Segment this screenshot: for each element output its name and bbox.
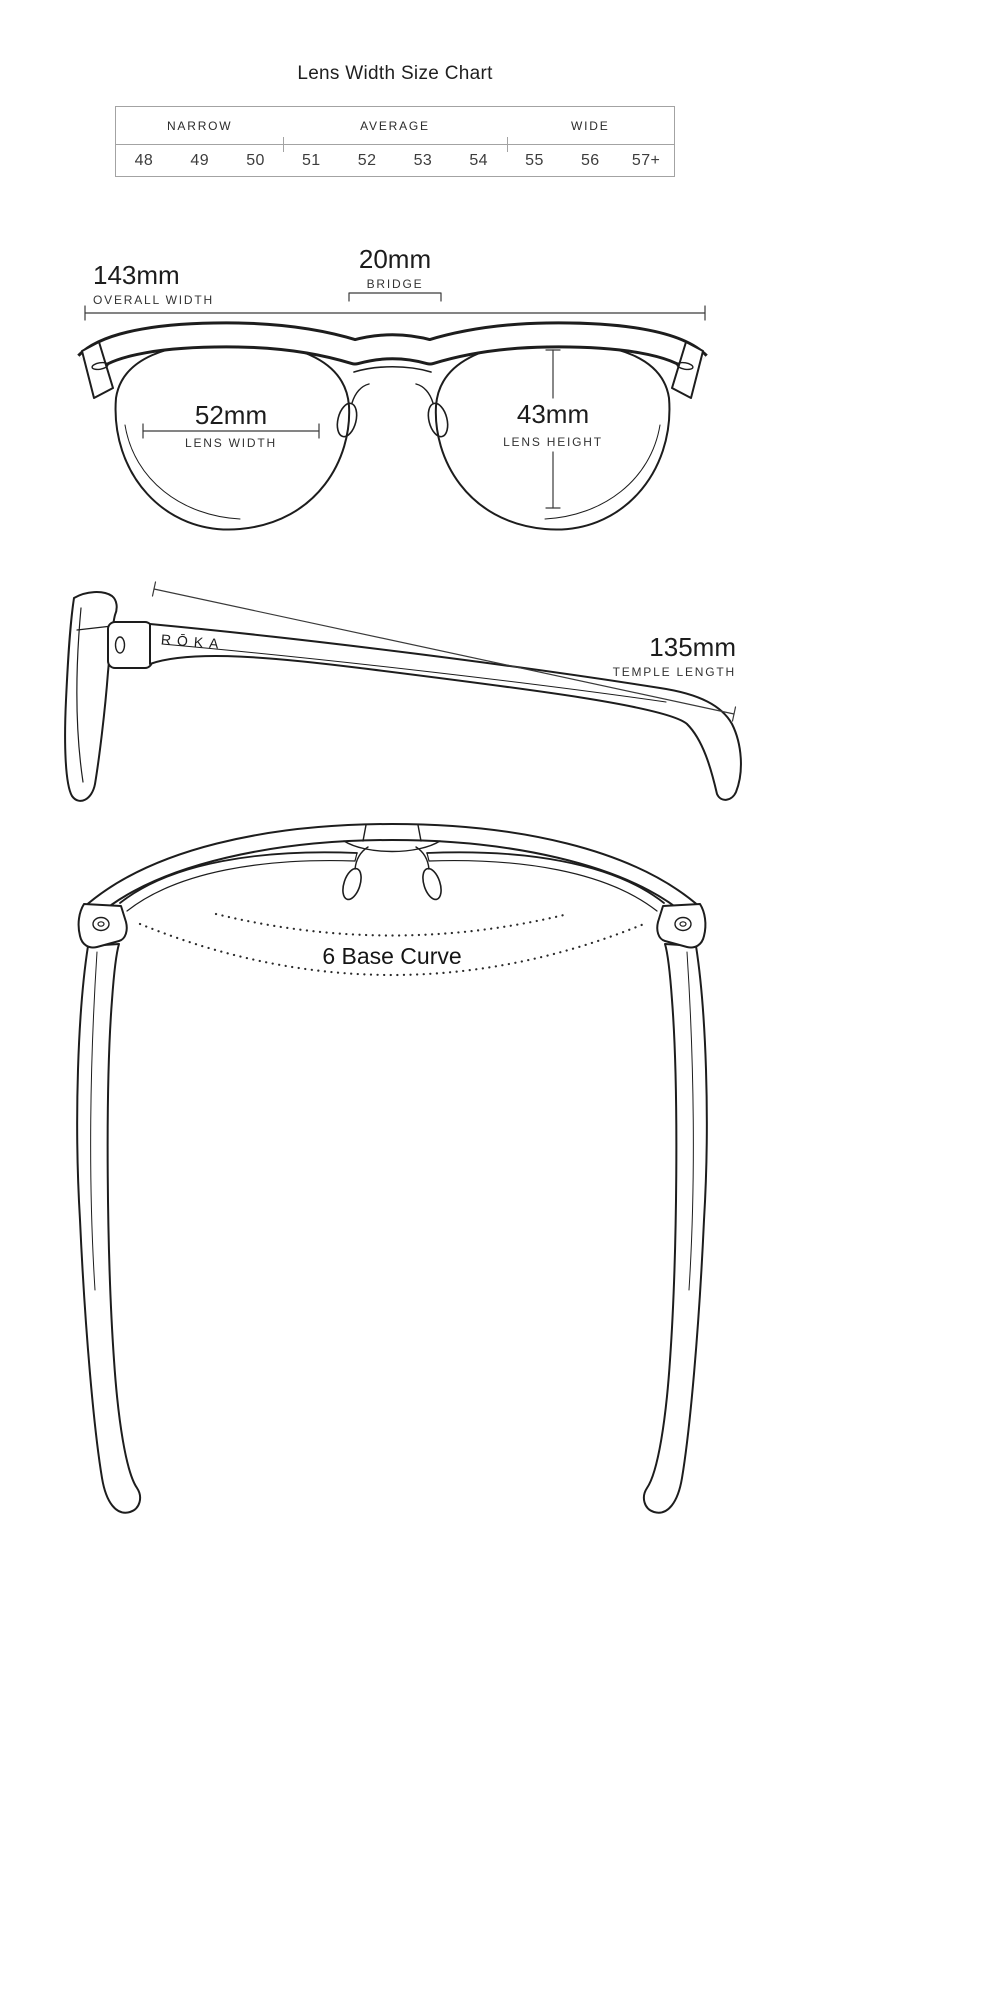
lens-width-value: 52mm [194,400,268,430]
lens-width-size-chart: NARROW AVERAGE WIDE 48 49 50 51 52 53 54… [115,106,675,177]
page-title: Lens Width Size Chart [297,63,493,84]
size-cell-50: 50 [246,151,265,169]
side-view-drawing [64,591,742,802]
lens-edge-tick-right [426,852,430,862]
left-hinge-screw-slot [97,921,105,927]
left-temple-edge-line [90,951,98,1291]
bridge-bracket [348,292,442,302]
right-lens-top-arc2 [428,860,658,912]
lens-height-measurement: 43mm LENS HEIGHT [478,399,628,450]
temple-length-measurement: 135mm TEMPLE LENGTH [590,632,736,680]
temple-length-label: TEMPLE LENGTH [612,665,736,680]
size-categories-row: NARROW AVERAGE WIDE [116,107,674,152]
right-pad-arm-top [415,846,430,870]
brow-outer-arc [82,823,702,909]
right-temple-edge-line [686,951,694,1291]
left-pad-arm-top [354,846,369,870]
temple-length-tick-right [731,706,737,722]
left-nose-pad-top [342,867,362,901]
overall-width-measurement: 143mm OVERALL WIDTH [93,260,214,308]
size-cell-56: 56 [580,151,600,169]
size-cell-54: 54 [469,151,488,169]
base-curve-dotted-arc-inner [214,912,570,937]
base-curve-dotted-arc-outer [138,922,646,977]
size-values-row: 48 49 50 51 52 53 54 55 56 57+ [116,145,674,176]
size-cell-55: 55 [525,151,544,169]
lens-height-label: LENS HEIGHT [503,435,603,450]
right-hinge-screw-slot [679,921,687,927]
left-rivet [91,361,109,371]
bridge-measurement: 20mm BRIDGE [320,244,470,292]
left-lens-top-arc2 [126,860,356,912]
size-cell-51: 51 [301,151,321,169]
right-lens-top-arc1 [426,851,665,904]
lens-edge-tick-left [354,852,358,862]
category-divider-tick [506,137,508,152]
temple-length-tick-left [151,581,157,597]
right-lens-inner-rim [544,424,661,520]
brow-bottom-line [76,625,113,631]
category-wide: WIDE [571,118,610,133]
right-rivet [676,361,694,371]
bridge-divider-right [417,824,422,842]
bridge-back-arc [343,840,441,853]
bridge-lower-arc [353,366,432,373]
left-nose-pad [336,402,358,438]
top-view-drawing [76,823,708,1514]
left-temple-top [76,943,142,1514]
temple-edge-line [161,643,667,703]
right-temple-top [642,943,708,1514]
overall-width-label: OVERALL WIDTH [93,293,214,308]
bridge-value: 20mm [358,244,432,274]
front-view-drawing [77,321,708,531]
category-divider-tick [283,137,285,152]
lens-width-measurement: 52mm LENS WIDTH [156,400,306,451]
bridge-divider-left [362,824,367,842]
right-nose-pad-top [422,867,442,901]
temple-length-value: 135mm [649,632,736,662]
size-cell-48: 48 [134,151,154,169]
size-cell-57plus: 57+ [631,151,661,169]
category-average: AVERAGE [360,118,430,133]
left-lens-inner-rim [124,424,241,520]
frame-front-profile [64,591,118,802]
right-hinge-screw [674,916,692,932]
side-view-measurement-lines [151,581,737,722]
frame-front-inner-line [76,607,84,783]
lens-width-label: LENS WIDTH [184,436,277,451]
overall-width-value: 143mm [93,260,180,290]
brow-band-fill [79,324,706,372]
left-pad-arm [351,383,370,404]
temple-arm [149,623,742,801]
category-narrow: NARROW [166,118,233,133]
size-cell-53: 53 [413,151,433,169]
lens-height-value: 43mm [516,399,590,429]
hinge-screw [114,636,126,654]
right-nose-pad [427,402,449,438]
left-lens-top-arc1 [119,851,358,904]
left-hinge-screw [92,916,110,932]
front-view-measurement-lines [84,292,706,509]
size-cell-52: 52 [357,151,377,169]
right-pad-arm [415,383,434,404]
size-cell-49: 49 [190,151,209,169]
bridge-label: BRIDGE [366,277,424,292]
hinge-block [107,621,153,669]
temple-length-line [153,588,735,715]
base-curve-label: 6 Base Curve [322,943,462,969]
